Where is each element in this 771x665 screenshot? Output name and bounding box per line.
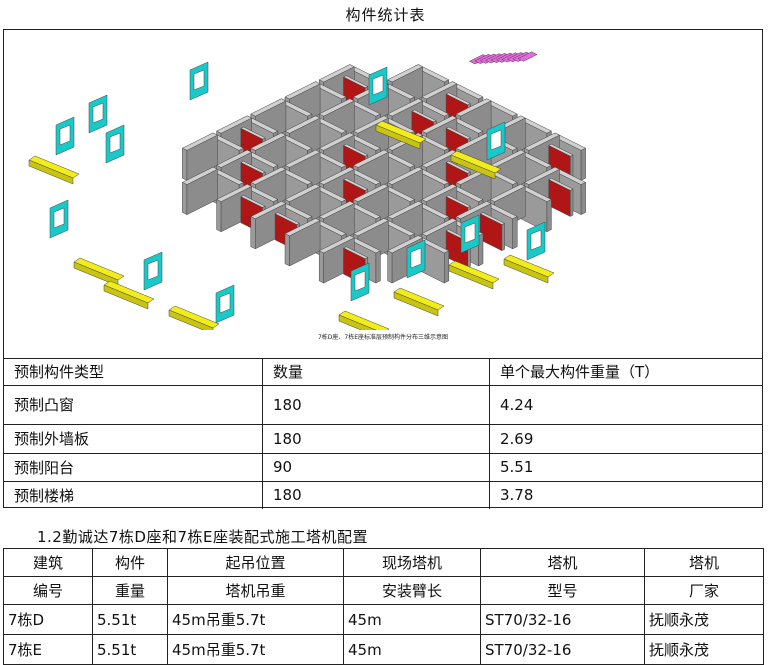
window-opening: [193, 69, 205, 91]
window-opening: [147, 259, 159, 281]
header-cell: 数量: [262, 358, 490, 386]
header-cell: 重量: [92, 576, 168, 605]
header-cell: 塔机: [644, 548, 764, 577]
grey-beam-side: [580, 181, 586, 216]
grey-beam-side: [375, 250, 381, 284]
table-cell: 抚顺永茂: [644, 604, 764, 635]
window-opening: [410, 247, 422, 269]
component-stats-frame: 7栋D座、7栋E座标准层预制构件分布三维示意图 预制构件类型 数量 单个最大构件…: [3, 29, 763, 509]
header-cell: 单个最大构件重量（T）: [489, 358, 762, 386]
table-header-row: 预制构件类型 数量 单个最大构件重量（T）: [4, 358, 762, 386]
grey-beam-side: [546, 199, 552, 233]
window-opening: [219, 292, 231, 314]
precast-balcony-edge: [450, 154, 496, 180]
header-cell: 建筑: [3, 548, 93, 577]
table-cell: 预制楼梯: [4, 481, 263, 509]
table-cell: 3.78: [500, 486, 534, 505]
header-cell: 现场塔机: [343, 548, 481, 577]
table-cell: 45m吊重5.7t: [167, 604, 344, 635]
grey-beam-side: [512, 216, 518, 250]
table-row: 预制凸窗 180 4.24: [4, 385, 762, 425]
precast-balcony-edge: [103, 284, 149, 310]
table-cell: 抚顺永茂: [644, 634, 764, 665]
precast-balcony-edge: [168, 309, 214, 330]
header-cell: 编号: [3, 576, 93, 605]
header-cell: 厂家: [644, 576, 764, 605]
header-cell: 塔机吊重: [167, 576, 344, 605]
page-title: 构件统计表: [345, 6, 426, 24]
isometric-building-illustration: [28, 51, 587, 330]
window-opening: [109, 132, 121, 154]
window-opening: [92, 102, 104, 124]
figure-caption: 7栋D座、7栋E座标准层预制构件分布三维示意图: [317, 334, 449, 341]
grey-beam-side: [580, 147, 586, 181]
header-cell: 安装臂长: [343, 576, 481, 605]
grey-beam-front: [284, 233, 290, 267]
table-cell: 预制外墙板: [4, 424, 263, 454]
grey-beam-front: [250, 216, 256, 250]
table-cell: 7栋E: [3, 634, 93, 665]
isometric-3d-figure: 7栋D座、7栋E座标准层预制构件分布三维示意图: [4, 30, 762, 359]
component-stats-table: 预制构件类型 数量 单个最大构件重量（T） 预制凸窗 180 4.24 预制外墙…: [4, 358, 762, 509]
grey-beam-side: [289, 220, 321, 267]
window-opening: [59, 124, 71, 146]
table-row: 7栋D 5.51t 45m吊重5.7t 45m ST70/32-16 抚顺永茂: [3, 604, 764, 635]
precast-balcony-edge: [393, 291, 439, 317]
window-opening: [354, 270, 366, 292]
table-row: 7栋E 5.51t 45m吊重5.7t 45m ST70/32-16 抚顺永茂: [3, 634, 764, 665]
table-header-row: 编号 重量 塔机吊重 安装臂长 型号 厂家: [3, 576, 764, 605]
table-row: 预制楼梯 180 3.78: [4, 481, 762, 509]
section-heading: 1.2勤诚达7栋D座和7栋E座装配式施工塔机配置: [37, 528, 368, 546]
header-cell: 起吊位置: [167, 548, 344, 577]
grey-beam-front: [216, 199, 222, 233]
window-opening: [530, 229, 542, 251]
table-row: 预制外墙板 180 2.69: [4, 424, 762, 454]
table-cell: 180: [262, 385, 490, 425]
window-opening: [53, 207, 65, 229]
grey-beam-front: [318, 250, 324, 284]
table-cell: 5.51t: [92, 634, 168, 665]
header-cell: 型号: [480, 576, 645, 605]
precast-balcony-edge: [28, 159, 74, 185]
precast-stair-step: [517, 51, 538, 62]
table-cell: 7栋D: [3, 604, 93, 635]
precast-balcony-edge: [375, 124, 421, 150]
table-cell: ST70/32-16: [480, 604, 645, 635]
header-cell: 构件: [92, 548, 168, 577]
table-cell: 预制阳台: [4, 453, 263, 482]
grey-beam-front: [182, 147, 188, 181]
table-cell: 45m吊重5.7t: [167, 634, 344, 665]
precast-balcony-edge: [338, 314, 377, 330]
red-wall-panel-side: [570, 188, 574, 217]
table-cell: ST70/32-16: [480, 634, 645, 665]
grey-beam-front: [387, 250, 393, 284]
grey-beam-front: [182, 181, 188, 216]
table-cell: 180: [262, 424, 490, 454]
table-cell: 2.69: [489, 424, 762, 454]
grey-beam-side: [444, 250, 450, 284]
window-opening: [464, 222, 476, 244]
table-cell: 5.51t: [92, 604, 168, 635]
table-cell: 45m: [343, 604, 481, 635]
table-cell: 预制凸窗: [4, 385, 263, 425]
red-wall-panel-side: [501, 222, 505, 252]
table-cell: 180: [262, 481, 490, 509]
table-header-row: 建筑 构件 起吊位置 现场塔机 塔机 塔机: [3, 548, 764, 577]
window-opening: [490, 129, 502, 151]
table-cell: 5.51: [489, 453, 762, 482]
header-cell: 塔机: [480, 548, 645, 577]
precast-balcony-edge: [448, 264, 494, 290]
window-opening: [372, 74, 384, 96]
table-cell: 45m: [343, 634, 481, 665]
table-cell: 90: [262, 453, 490, 482]
tower-crane-config-table: 建筑 构件 起吊位置 现场塔机 塔机 塔机 编号 重量 塔机吊重 安装臂长 型号…: [3, 548, 764, 665]
grey-beam-side: [186, 168, 218, 216]
table-row: 预制阳台 90 5.51: [4, 453, 762, 482]
precast-balcony-edge: [503, 258, 549, 284]
table-cell: 4.24: [489, 385, 762, 425]
header-cell: 预制构件类型: [4, 358, 263, 386]
